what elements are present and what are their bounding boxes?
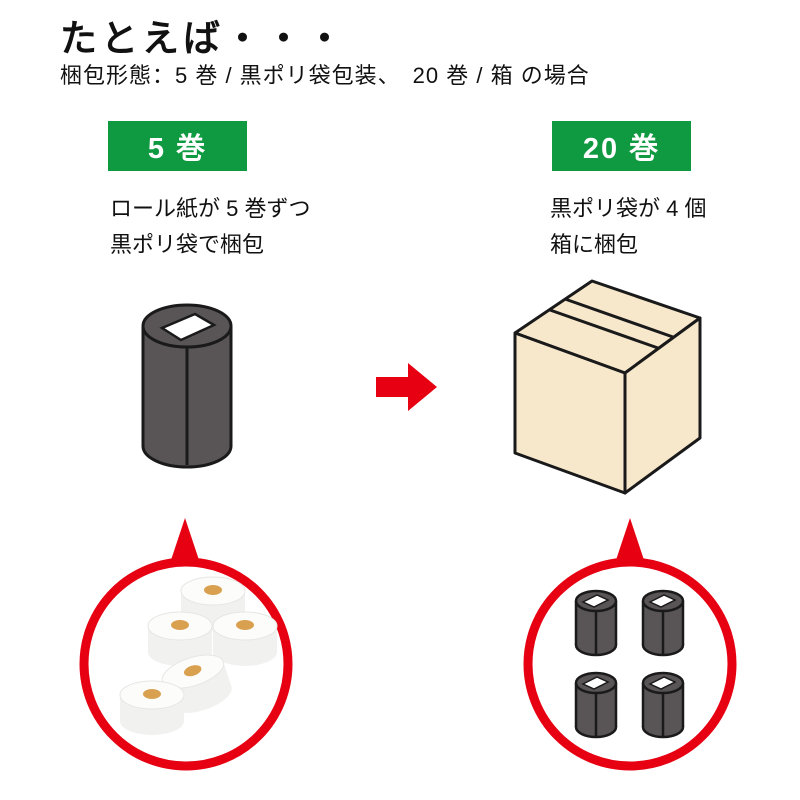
- poly-bag-cylinder-illustration: [141, 303, 233, 469]
- right-count-badge: 20 巻: [552, 121, 691, 171]
- page-title: たとえば・・・: [60, 18, 347, 59]
- box-flap-seam: [549, 308, 659, 350]
- box-flap-seam: [564, 297, 674, 339]
- left-count-badge: 5 巻: [108, 121, 247, 171]
- left-description: ロール紙が 5 巻ずつ 黒ポリ袋で梱包: [110, 191, 310, 263]
- left-count-badge-label: 5 巻: [147, 133, 208, 165]
- left-description-line1: ロール紙が 5 巻ずつ: [110, 196, 311, 221]
- page-subtitle: 梱包形態：5 巻 / 黒ポリ袋包装、 20 巻 / 箱 の場合: [60, 63, 590, 88]
- cardboard-box-illustration: [513, 279, 702, 495]
- left-description-line2: 黒ポリ袋で梱包: [110, 232, 265, 257]
- right-description-line2: 箱に梱包: [550, 232, 639, 257]
- left-magnifier-circle: [79, 518, 293, 771]
- right-magnifier-circle: [523, 518, 737, 771]
- arrow-right-icon: [376, 363, 437, 411]
- right-description: 黒ポリ袋が 4 個 箱に梱包: [550, 191, 706, 263]
- right-description-line1: 黒ポリ袋が 4 個: [550, 196, 707, 221]
- bag-top-label: [159, 312, 217, 342]
- right-count-badge-label: 20 巻: [582, 133, 661, 165]
